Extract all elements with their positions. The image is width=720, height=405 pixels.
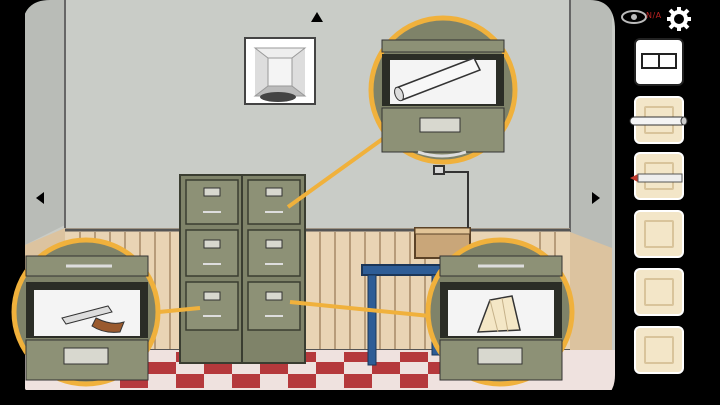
desk-lamp[interactable]	[433, 165, 469, 228]
view-toggle-label: N/A	[646, 11, 662, 20]
rolled-paper-icon	[629, 116, 688, 126]
hand-saw-icon[interactable]	[61, 305, 125, 333]
cabinet-drawer[interactable]	[247, 229, 301, 277]
gear-icon[interactable]	[666, 6, 692, 32]
cabinet-drawer[interactable]	[185, 281, 239, 331]
wall-picture[interactable]	[244, 37, 316, 105]
inventory-slot-1[interactable]	[634, 38, 684, 86]
red-pencil-icon	[630, 173, 683, 183]
right-drawer-callout[interactable]	[425, 237, 575, 387]
cabinet-drawer[interactable]	[185, 229, 239, 277]
nav-left-arrow-icon[interactable]	[36, 192, 44, 204]
cabinet-drawer[interactable]	[247, 179, 301, 225]
nav-right-arrow-icon[interactable]	[592, 192, 600, 204]
cabinet-drawer[interactable]	[247, 281, 301, 331]
nav-up-arrow-icon[interactable]	[311, 12, 323, 22]
inventory-slot-6[interactable]	[634, 326, 684, 374]
inventory-slot-4[interactable]	[634, 210, 684, 258]
eye-icon[interactable]	[620, 8, 656, 26]
rolled-paper-icon[interactable]	[393, 57, 482, 102]
cabinet-drawer[interactable]	[185, 179, 239, 225]
paper-clue-icon	[641, 53, 677, 69]
inventory-slot-2[interactable]	[629, 96, 688, 144]
filing-cabinet	[179, 174, 306, 364]
left-drawer-callout[interactable]	[11, 237, 161, 387]
top-drawer-callout[interactable]	[368, 15, 518, 165]
inventory-slot-5[interactable]	[634, 268, 684, 316]
cloth-icon[interactable]	[476, 295, 521, 333]
inventory-slot-3[interactable]	[630, 152, 684, 200]
